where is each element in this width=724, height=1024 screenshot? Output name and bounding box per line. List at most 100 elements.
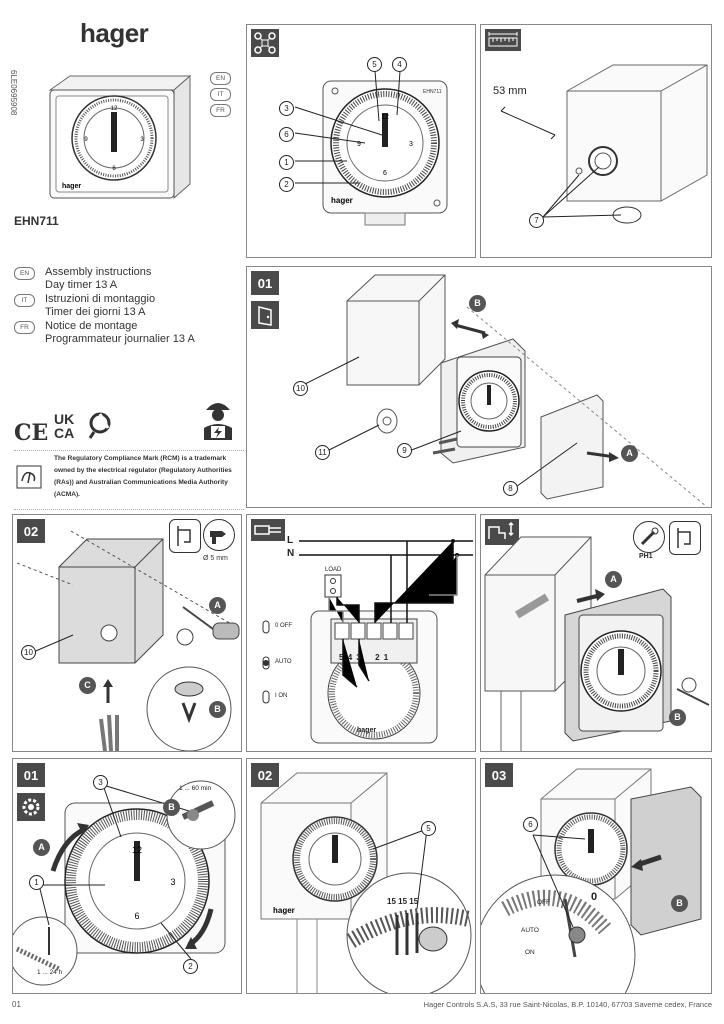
step-number: 02	[251, 763, 279, 787]
step01-drawing	[302, 274, 708, 507]
terminal-3: 3	[356, 653, 362, 662]
svg-text:12: 12	[111, 106, 118, 112]
mode-auto: AUTO	[521, 927, 539, 934]
svg-text:12: 12	[381, 114, 389, 121]
svg-text:3: 3	[170, 877, 175, 887]
svg-text:3: 3	[140, 137, 144, 143]
callout-5: 5	[367, 57, 382, 72]
arrow-label-a: A	[209, 597, 226, 614]
lang-en: EN	[210, 72, 231, 85]
svg-text:hager: hager	[273, 906, 295, 915]
set02-drawing: hager	[260, 772, 472, 993]
ruler-icon	[485, 29, 521, 51]
electrician-icon	[198, 396, 238, 442]
step-number: 01	[17, 763, 45, 787]
set01-drawing: 1 2 3 6	[13, 780, 236, 986]
instruction-subtitle: Programmateur journalier 13 A	[45, 333, 195, 345]
wiring-icon	[251, 519, 285, 541]
svg-text:9: 9	[84, 137, 88, 143]
arrow-label-a: A	[605, 571, 622, 588]
callout-9: 9	[397, 443, 412, 458]
lang-it: IT	[210, 88, 231, 101]
mode-auto: AUTO	[275, 659, 292, 665]
svg-text:6: 6	[134, 911, 139, 921]
svg-text:6: 6	[112, 166, 116, 172]
terminal-labels: 5 4 3 2 1	[339, 653, 389, 662]
overview-drawing: 12 3 6 9 hager	[294, 70, 448, 226]
set03-drawing	[481, 768, 702, 993]
callout-10: 10	[21, 645, 36, 660]
panel-step01-assembly: 01 10 11 9 8 B A	[246, 266, 712, 508]
callout-7: 7	[529, 213, 544, 228]
panel-step02-mount: 02 Ø 5 mm 10 A C B	[12, 514, 242, 752]
lang-fr: FR	[210, 104, 231, 117]
svg-text:hager: hager	[331, 196, 353, 205]
terminal-2: 2	[375, 653, 381, 662]
panel-overview: 12 3 6 9 hager 5 4 3 6 1 2 EHN711	[246, 24, 476, 258]
load-label: LOAD	[325, 567, 342, 573]
panel-set01: 01 1 2 3 6 3 1 2 A B 1 ... 60 min 1 ... 2…	[12, 758, 242, 994]
callout-3: 3	[93, 775, 108, 790]
callout-5: 5	[421, 821, 436, 836]
instruction-title: Istruzioni di montaggio	[45, 293, 156, 305]
segment-label: 15	[409, 897, 419, 906]
lang-badge: EN	[14, 267, 35, 280]
panel-set02: 02 hager 5 15 15 15	[246, 758, 476, 994]
panel-set03: 03 6 B OFF AUTO ON 0	[480, 758, 712, 994]
wiring-drawing	[262, 539, 473, 744]
callout-1: 1	[279, 155, 294, 170]
panel-fix: PH1 A B	[480, 514, 712, 752]
language-codes: EN IT FR	[210, 72, 234, 117]
callout-3: 3	[279, 101, 294, 116]
callout-11: 11	[315, 445, 330, 460]
callout-10: 10	[293, 381, 308, 396]
instruction-title: Assembly instructions	[45, 266, 152, 278]
line-label: L	[287, 535, 294, 546]
step-number: 03	[485, 763, 513, 787]
device-label: EHN711	[423, 89, 442, 95]
step-number: 02	[17, 519, 45, 543]
callout-2: 2	[279, 177, 294, 192]
rcm-note-box: The Regulatory Compliance Mark (RCM) is …	[14, 450, 244, 510]
product-code: EHN711	[14, 214, 59, 228]
arrow-label-b: B	[209, 701, 226, 718]
product-image: 12 3 6 9 hager	[42, 72, 192, 202]
segment-label: 15	[398, 897, 408, 906]
segment-label: 15	[387, 897, 396, 906]
instruction-subtitle: Day timer 13 A	[45, 279, 118, 291]
gear-icon	[17, 793, 45, 821]
knockout-icon	[169, 519, 201, 553]
terminal-1: 1	[383, 653, 390, 662]
knockout-icon	[669, 521, 701, 555]
svg-text:9: 9	[357, 141, 361, 148]
callout-6: 6	[523, 817, 538, 832]
arrow-label-a: A	[33, 839, 50, 856]
ce-mark: CE	[14, 420, 49, 446]
rcm-text: The Regulatory Compliance Mark (RCM) is …	[54, 455, 232, 498]
hour-range: 1 ... 24 h	[37, 969, 63, 976]
wiring-device-brand: hager	[357, 727, 377, 734]
step-number: 01	[251, 271, 279, 295]
brand-logo: hager	[80, 18, 149, 48]
lang-badge: IT	[14, 294, 35, 307]
minute-range: 1 ... 60 min	[179, 785, 212, 792]
mode-on: I ON	[275, 693, 288, 699]
arrow-label-b: B	[163, 799, 180, 816]
dimension-value: 53 mm	[493, 85, 527, 97]
page-number: 01	[12, 1000, 21, 1009]
arrow-label-b: B	[669, 709, 686, 726]
footer-address: Hager Controls S.A.S, 33 rue Saint-Nicol…	[423, 1000, 712, 1009]
terminal-4: 4	[347, 653, 354, 662]
mode-off: OFF	[537, 899, 550, 906]
overview-icon	[251, 29, 279, 57]
terminal-5: 5	[339, 653, 345, 662]
svg-text:6: 6	[383, 170, 387, 177]
callout-1: 1	[29, 875, 44, 890]
callout-2: 2	[183, 959, 198, 974]
svg-text:3: 3	[409, 141, 413, 148]
drill-icon	[203, 519, 235, 551]
